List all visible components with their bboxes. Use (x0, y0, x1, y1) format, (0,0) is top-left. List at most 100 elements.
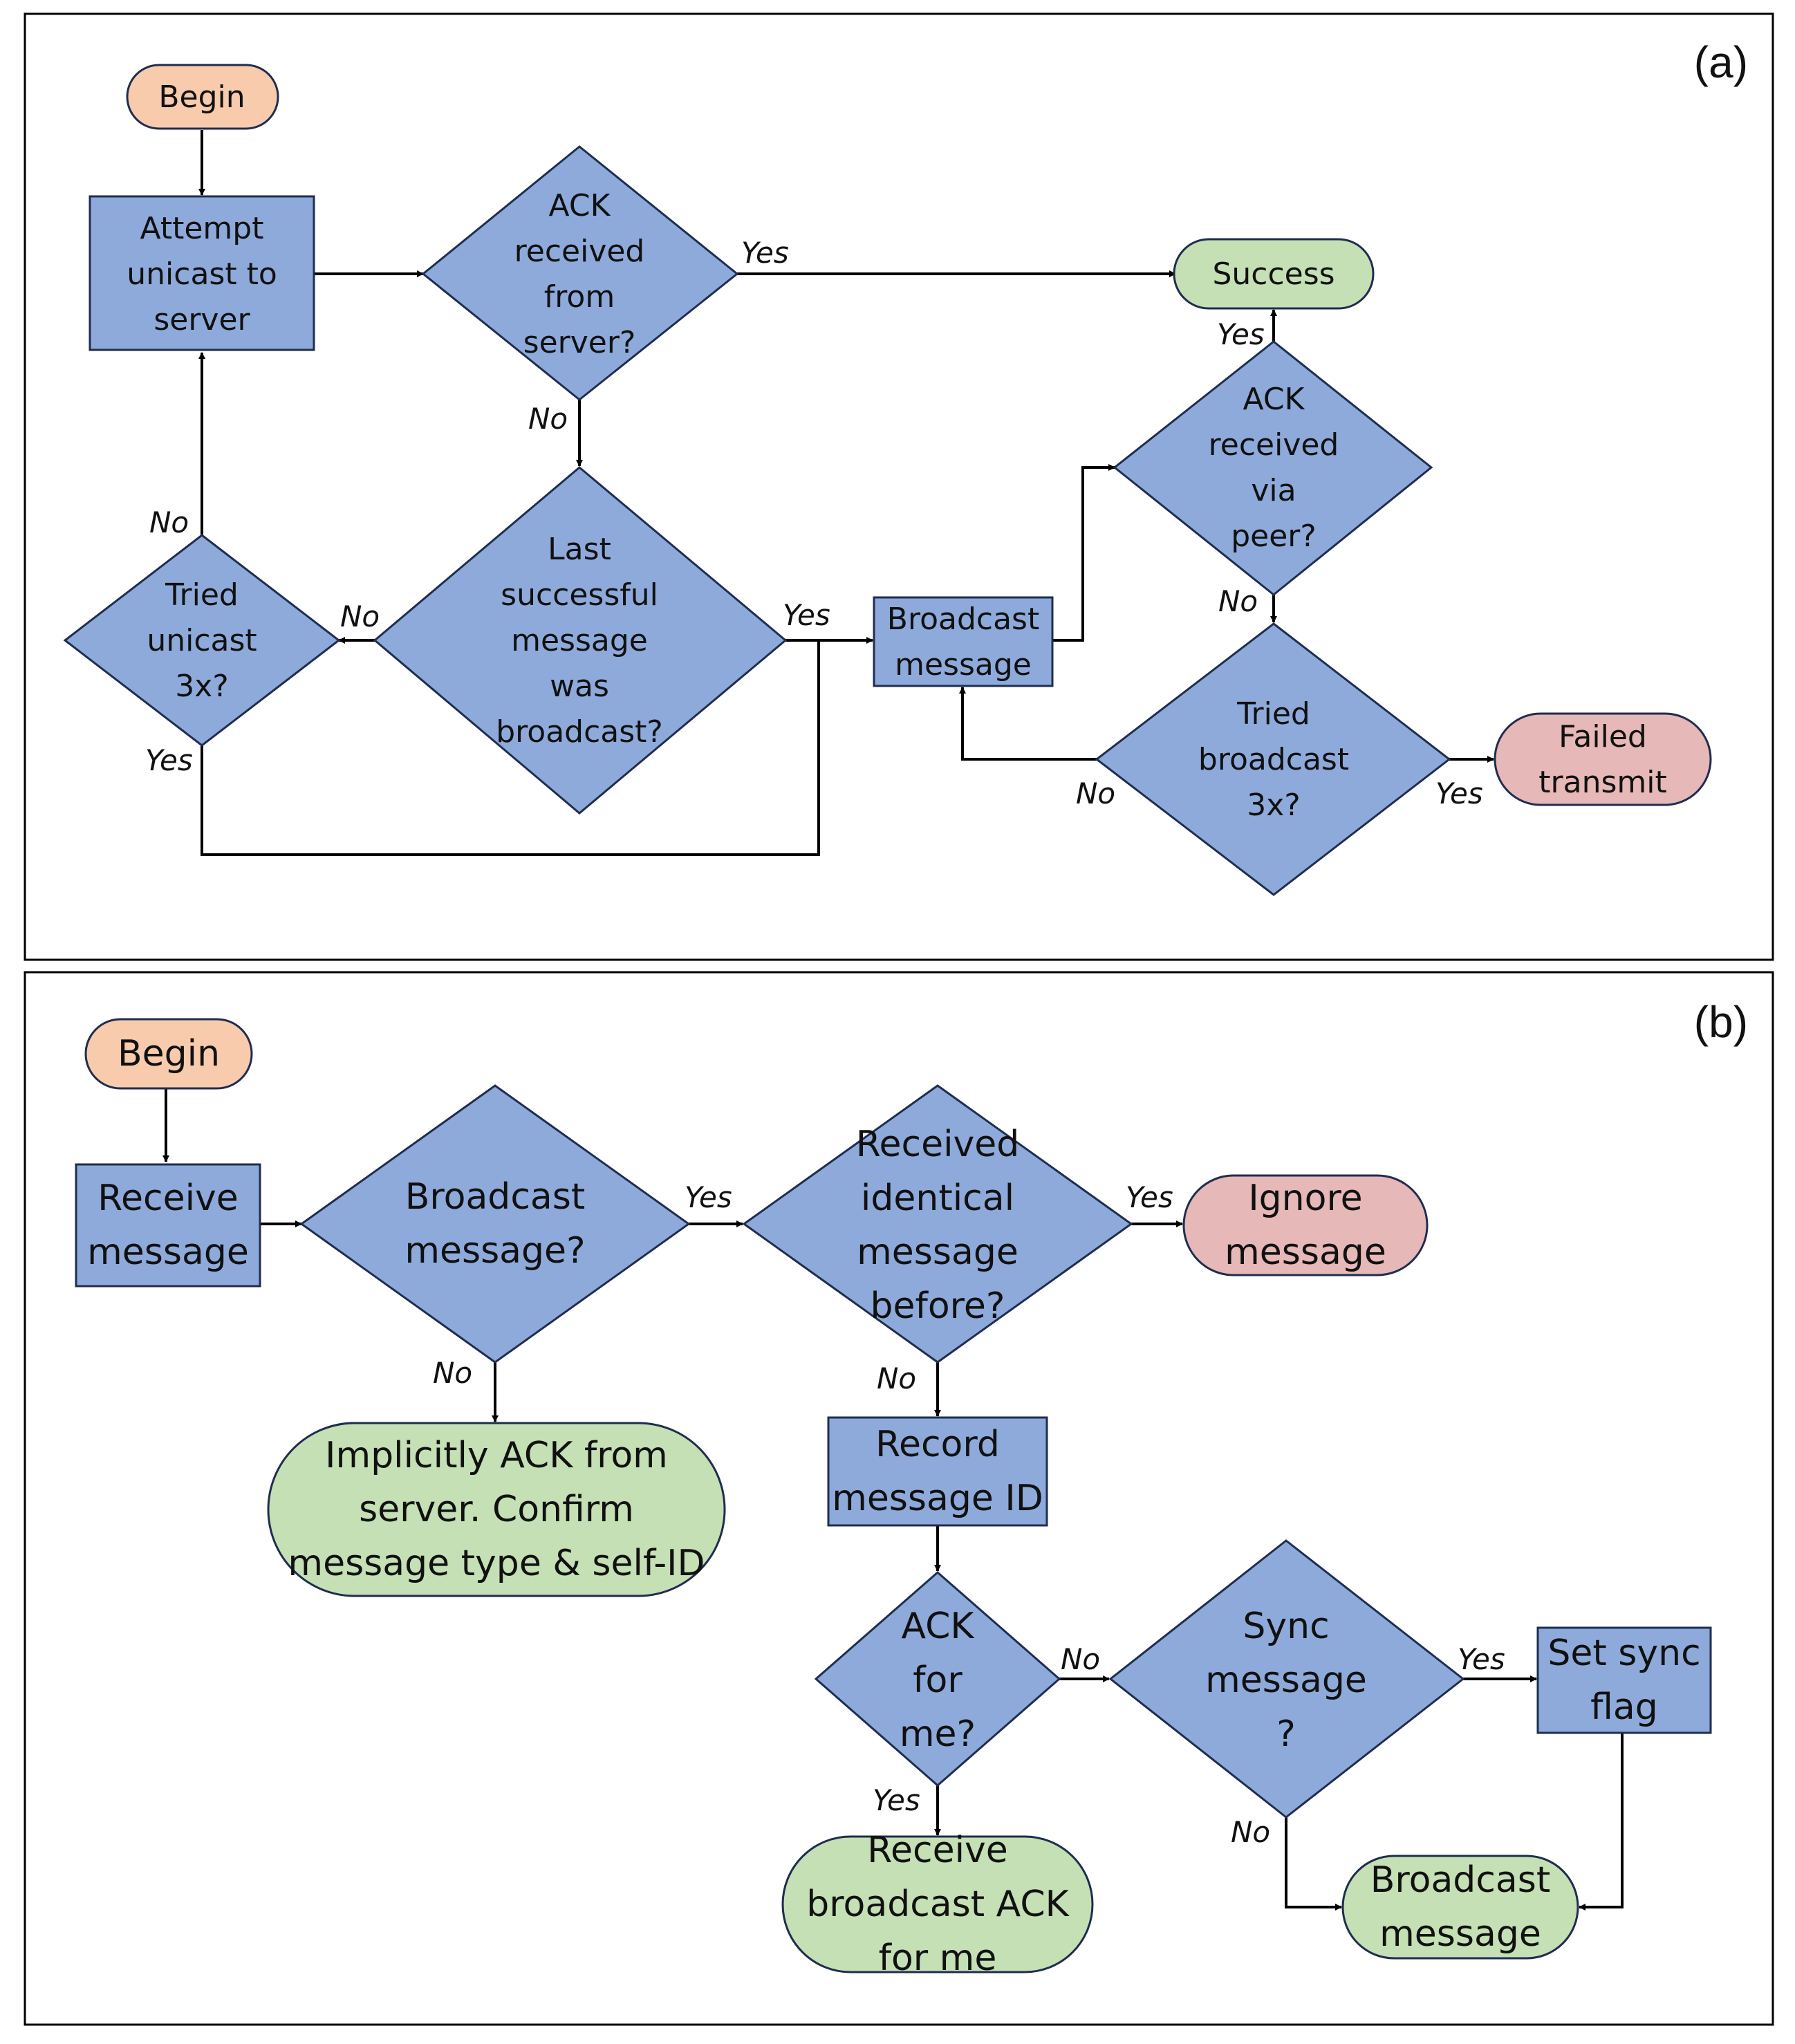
node-label: Set sync flag (1547, 1633, 1700, 1728)
process-shape (75, 1163, 261, 1288)
node-a-success: Success (1173, 238, 1375, 310)
node-b-broadcast-message: Broadcast message (1341, 1855, 1579, 1960)
node-label-line: broadcast ACK (806, 1884, 1070, 1925)
node-label-line: via (1251, 473, 1296, 508)
terminal-shape (1173, 238, 1375, 310)
node-label-line: 3x? (175, 669, 228, 704)
node-label-line: unicast (147, 623, 257, 658)
process-shape (873, 596, 1054, 687)
node-label-line: server (154, 302, 250, 337)
node-label-line: Last (548, 532, 611, 567)
node-label-line: me? (900, 1713, 976, 1755)
node-label-line: Broadcast (1370, 1859, 1551, 1901)
node-label-line: Receive (97, 1178, 239, 1219)
node-a-broadcast-message: Broadcast message (873, 596, 1054, 687)
node-label-line: server. Confirm (359, 1489, 634, 1530)
node-label-line: from (544, 279, 615, 315)
node-label-line: ACK (901, 1606, 975, 1647)
node-label-line: for me (879, 1938, 997, 1979)
node-label: Broadcast message (1370, 1859, 1551, 1955)
node-b-receive-broadcast-ack: Receive broadcast ACK for me (781, 1830, 1094, 1979)
label-tried-unicast-no: No (149, 505, 189, 539)
node-label-line: flag (1590, 1687, 1658, 1728)
node-label-line: message (857, 1232, 1019, 1273)
node-label: Receive message (87, 1178, 249, 1273)
panel-a-label: (a) (1694, 37, 1748, 87)
node-label-line: Broadcast (887, 602, 1039, 637)
label-ack-for-me-no: No (1061, 1642, 1100, 1676)
node-label-line: identical (861, 1178, 1014, 1219)
label-identical-yes: Yes (1126, 1180, 1173, 1214)
label-tried-broadcast-yes: Yes (1435, 777, 1483, 810)
node-label: Broadcast message (887, 602, 1039, 682)
node-label-line: message (1379, 1913, 1541, 1955)
decision-shape (814, 1571, 1061, 1787)
node-label-line: ACK (1243, 382, 1305, 417)
node-label-line: message (87, 1232, 249, 1273)
node-label-line: ACK (549, 188, 611, 223)
label-sync-yes: Yes (1458, 1642, 1505, 1676)
edge-set-sync-to-broadcast (1579, 1733, 1624, 1911)
node-a-tried-broadcast: Tried broadcast 3x? (1095, 622, 1451, 896)
process-shape (89, 195, 315, 351)
node-label-line: Begin (118, 1033, 220, 1075)
node-b-begin: Begin (84, 1018, 253, 1090)
terminal-shape (1494, 712, 1712, 806)
node-label-line: Set sync (1547, 1633, 1700, 1674)
node-label-line: Record (875, 1424, 1000, 1465)
label-last-broadcast-no: No (340, 600, 380, 633)
label-sync-no: No (1231, 1815, 1270, 1849)
label-tried-broadcast-no: No (1076, 777, 1115, 810)
panel-b-frame (24, 971, 1774, 2026)
node-label-line: 3x? (1247, 788, 1300, 823)
node-label-line: peer? (1231, 519, 1317, 554)
node-label: Begin (118, 1033, 220, 1075)
decision-shape (421, 145, 739, 401)
decision-shape (63, 534, 341, 747)
node-label-line: message (1225, 1232, 1386, 1273)
node-label: Record message ID (832, 1424, 1043, 1519)
node-label-line: server? (523, 325, 636, 360)
node-label-line: Begin (158, 80, 245, 115)
node-label: Begin (158, 80, 245, 115)
label-last-broadcast-yes: Yes (783, 598, 830, 632)
node-label: Receive broadcast ACK for me (806, 1830, 1070, 1979)
label-broadcast-q-no: No (433, 1356, 472, 1390)
node-label-line: message ID (832, 1478, 1043, 1519)
process-shape (1536, 1626, 1712, 1734)
panel-a-connectors (198, 130, 1494, 856)
label-ack-peer-no: No (1218, 584, 1258, 618)
node-label: Tried broadcast 3x? (1198, 696, 1349, 823)
node-label: Success (1212, 257, 1334, 292)
node-label-line: broadcast (1198, 742, 1349, 777)
node-label-line: message (895, 647, 1032, 682)
edge-tried-unicast-yes (201, 640, 820, 856)
edge-tried-broadcast-no (959, 687, 1097, 761)
node-label-line: Broadcast (405, 1176, 586, 1218)
decision-shape (373, 466, 788, 815)
decision-shape (299, 1084, 691, 1364)
terminal-shape (267, 1422, 726, 1597)
label-broadcast-q-yes: Yes (685, 1180, 732, 1214)
node-label-line: Tried (1236, 696, 1310, 732)
node-label-line: Receive (867, 1830, 1008, 1871)
panel-b-label: (b) (1694, 997, 1748, 1047)
panel-a-frame (24, 12, 1774, 961)
node-a-begin: Begin (126, 64, 279, 130)
